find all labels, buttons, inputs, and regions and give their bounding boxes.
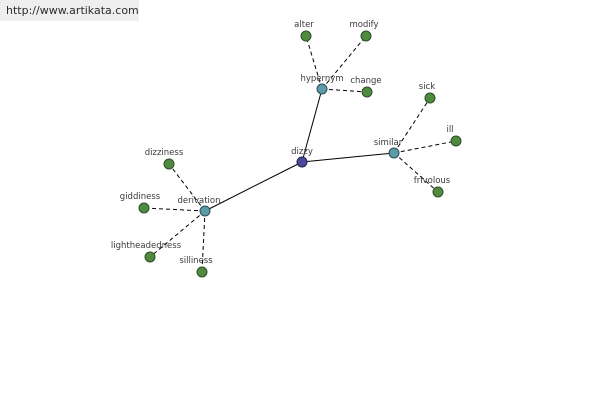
node-derivation[interactable] xyxy=(199,205,211,217)
node-label-modify[interactable]: modify xyxy=(349,20,378,30)
edge-hypernym-modify xyxy=(321,35,367,90)
node-label-lightheadedness[interactable]: lightheadedness xyxy=(111,241,182,251)
edge-similar-ill xyxy=(393,140,457,154)
node-label-silliness[interactable]: silliness xyxy=(179,256,213,266)
edge-similar-sick xyxy=(393,97,431,154)
source-url-text[interactable]: http://www.artikata.com xyxy=(6,4,139,17)
edge-similar-frivolous xyxy=(393,152,439,193)
edge-derivation-lightheadedness xyxy=(149,210,206,258)
node-label-dizzy[interactable]: dizzy xyxy=(291,147,313,157)
node-sick[interactable] xyxy=(424,92,436,104)
node-label-alter[interactable]: alter xyxy=(294,20,314,30)
node-hypernym[interactable] xyxy=(316,83,328,95)
edge-dizzy-hypernym xyxy=(301,88,323,163)
node-lightheadedness[interactable] xyxy=(144,251,156,263)
node-label-change[interactable]: change xyxy=(350,76,381,86)
node-alter[interactable] xyxy=(300,30,312,42)
labels-layer: dizzy hypernym similar derivation alter modif… xyxy=(111,20,454,266)
node-dizziness[interactable] xyxy=(163,158,175,170)
node-modify[interactable] xyxy=(360,30,372,42)
node-label-giddiness[interactable]: giddiness xyxy=(120,192,161,202)
node-change[interactable] xyxy=(361,86,373,98)
edge-dizzy-similar xyxy=(301,152,395,163)
node-label-sick[interactable]: sick xyxy=(419,82,435,92)
node-giddiness[interactable] xyxy=(138,202,150,214)
edge-derivation-silliness xyxy=(201,210,206,273)
node-label-hypernym[interactable]: hypernym xyxy=(300,74,343,84)
edge-hypernym-alter xyxy=(305,35,323,90)
edge-derivation-giddiness xyxy=(143,207,206,212)
edges-layer xyxy=(143,35,457,273)
node-label-similar[interactable]: similar xyxy=(374,138,403,148)
node-frivolous[interactable] xyxy=(432,186,444,198)
node-dizzy[interactable] xyxy=(296,156,308,168)
node-similar[interactable] xyxy=(388,147,400,159)
node-ill[interactable] xyxy=(450,135,462,147)
node-label-frivolous[interactable]: frivolous xyxy=(414,176,451,186)
edge-hypernym-change xyxy=(321,88,368,93)
edge-dizzy-derivation xyxy=(204,161,303,212)
node-silliness[interactable] xyxy=(196,266,208,278)
node-label-ill[interactable]: ill xyxy=(446,125,453,135)
nodes-layer xyxy=(138,30,462,278)
edge-derivation-dizziness xyxy=(168,163,206,212)
node-label-dizziness[interactable]: dizziness xyxy=(145,148,184,158)
source-url-banner[interactable]: http://www.artikata.com xyxy=(0,0,139,21)
node-label-derivation[interactable]: derivation xyxy=(177,196,220,206)
